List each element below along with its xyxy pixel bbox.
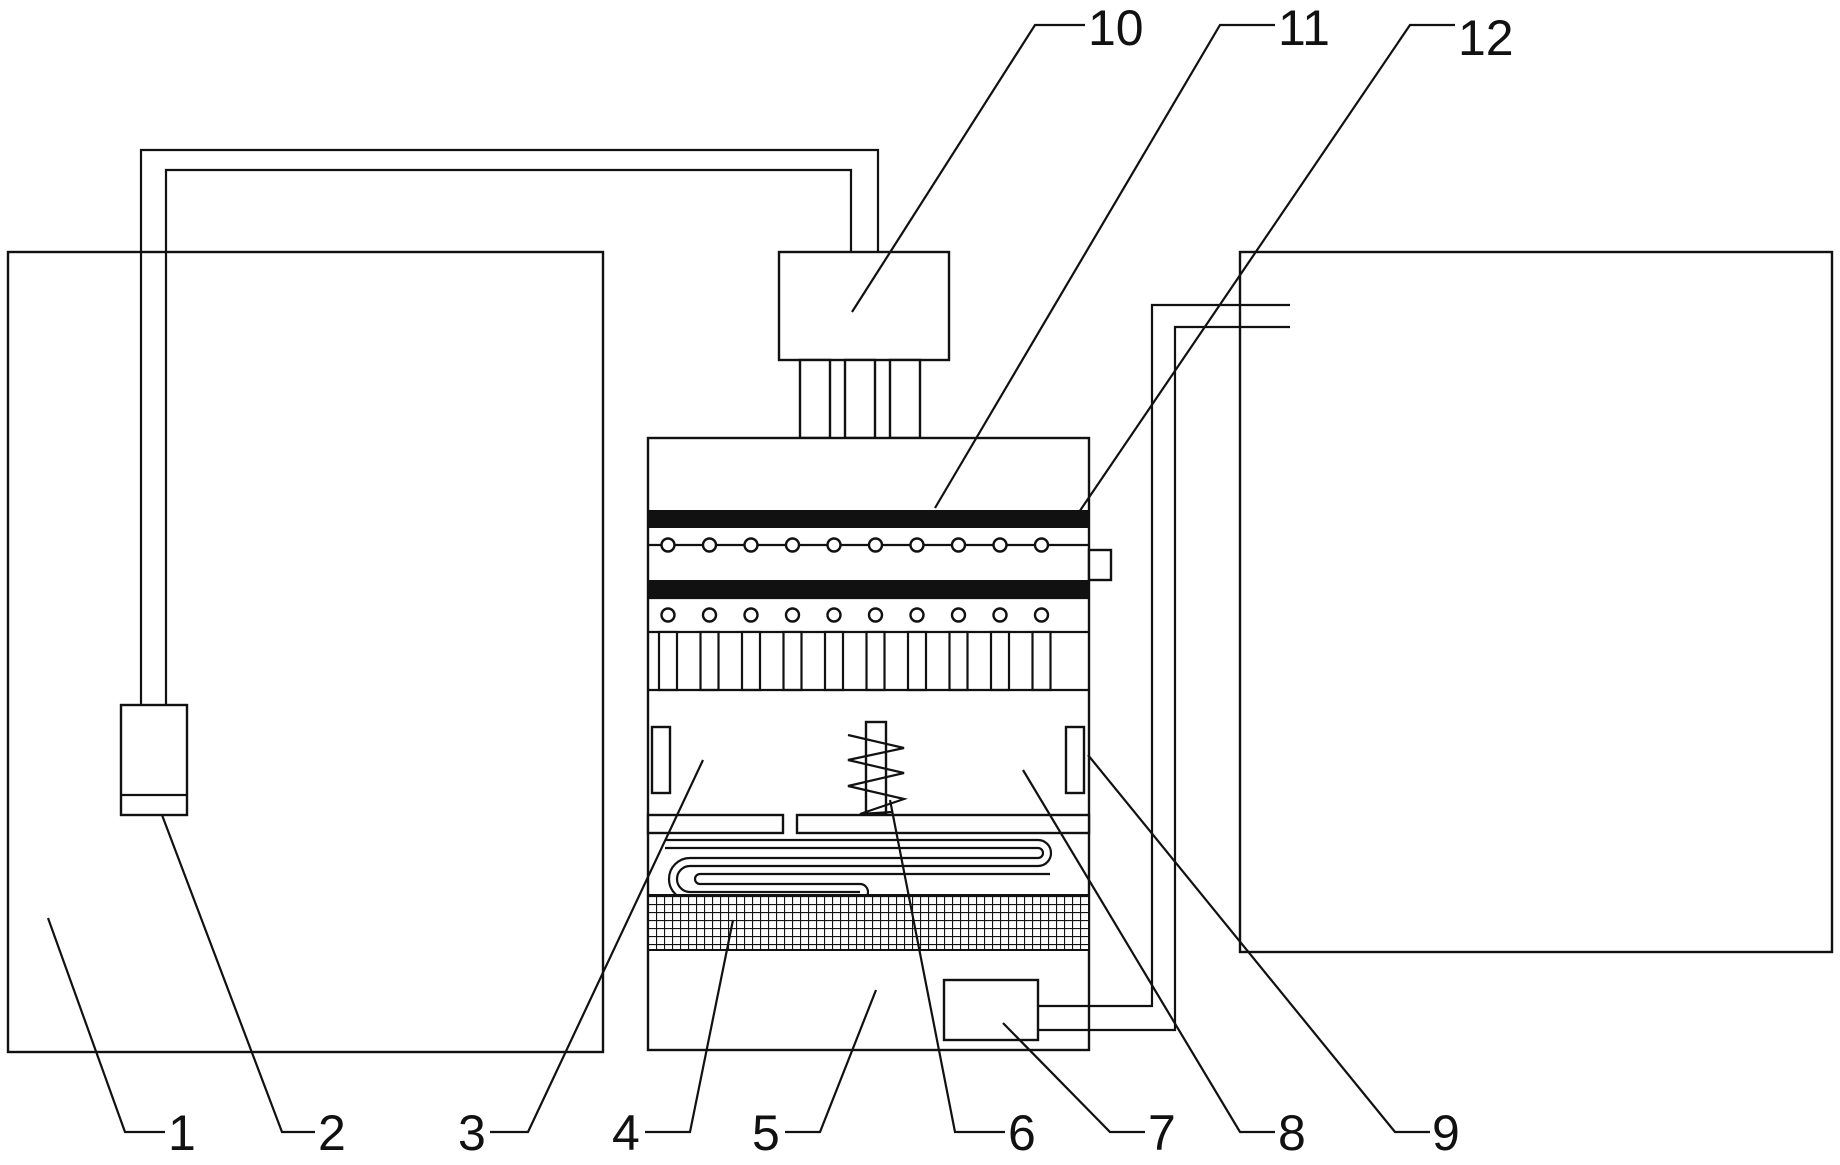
lower-nozzle <box>660 607 676 623</box>
label-2: 2 <box>318 1105 346 1161</box>
feed-tube <box>865 630 886 692</box>
lower-nozzle <box>867 607 884 623</box>
split-plate <box>646 813 1091 835</box>
upper-nozzle <box>784 537 801 553</box>
distribution-nozzles <box>798 358 922 440</box>
label-9: 9 <box>1432 1105 1460 1161</box>
distribution-unit <box>777 250 951 362</box>
lower-nozzle <box>992 607 1008 623</box>
left-window <box>650 725 672 795</box>
right-window <box>1064 725 1086 795</box>
side-handle <box>1087 548 1113 582</box>
label-12: 12 <box>1458 10 1514 66</box>
label-7: 7 <box>1148 1105 1176 1161</box>
lower-nozzle <box>909 607 925 623</box>
feed-tube <box>699 630 720 692</box>
leader-lines <box>46 23 1455 1134</box>
feed-tube <box>740 630 762 692</box>
lower-nozzle <box>743 607 759 623</box>
filter-mesh <box>647 894 1090 951</box>
label-4: 4 <box>612 1105 640 1161</box>
feed-tube <box>948 630 969 692</box>
upper-nozzle <box>950 537 967 553</box>
upper-nozzle-row <box>648 537 1089 553</box>
upper-nozzle <box>1033 537 1050 553</box>
label-6: 6 <box>1008 1105 1036 1161</box>
label-1: 1 <box>168 1105 196 1161</box>
label-3: 3 <box>458 1105 486 1161</box>
upper-nozzle <box>867 537 884 553</box>
upper-double-pipe <box>139 148 880 705</box>
lower-nozzle <box>701 607 718 623</box>
feed-tube <box>906 630 928 692</box>
lower-nozzle <box>784 607 801 623</box>
label-11: 11 <box>1278 0 1330 56</box>
upper-nozzle <box>743 537 759 553</box>
feed-tube <box>989 630 1011 692</box>
upper-plate <box>648 510 1089 528</box>
label-5: 5 <box>752 1105 780 1161</box>
feed-tube <box>782 630 803 692</box>
upper-nozzle <box>909 537 925 553</box>
upper-nozzle <box>826 537 842 553</box>
label-8: 8 <box>1278 1105 1306 1161</box>
lower-nozzle-row <box>648 596 1089 634</box>
right-tank <box>1238 250 1834 954</box>
upper-nozzle <box>701 537 718 553</box>
feed-tube <box>1031 630 1052 692</box>
upper-nozzle <box>660 537 676 553</box>
sensor-probe <box>119 703 189 817</box>
left-tank <box>6 250 605 1054</box>
lower-nozzle <box>1033 607 1050 623</box>
upper-nozzle <box>992 537 1008 553</box>
feed-tube <box>657 630 679 692</box>
label-10: 10 <box>1088 0 1144 56</box>
lower-nozzle <box>826 607 842 623</box>
pump <box>942 978 1040 1042</box>
middle-plate <box>648 580 1089 598</box>
feed-tube <box>823 630 845 692</box>
lower-nozzle <box>950 607 967 623</box>
feed-tubes <box>657 630 1052 692</box>
